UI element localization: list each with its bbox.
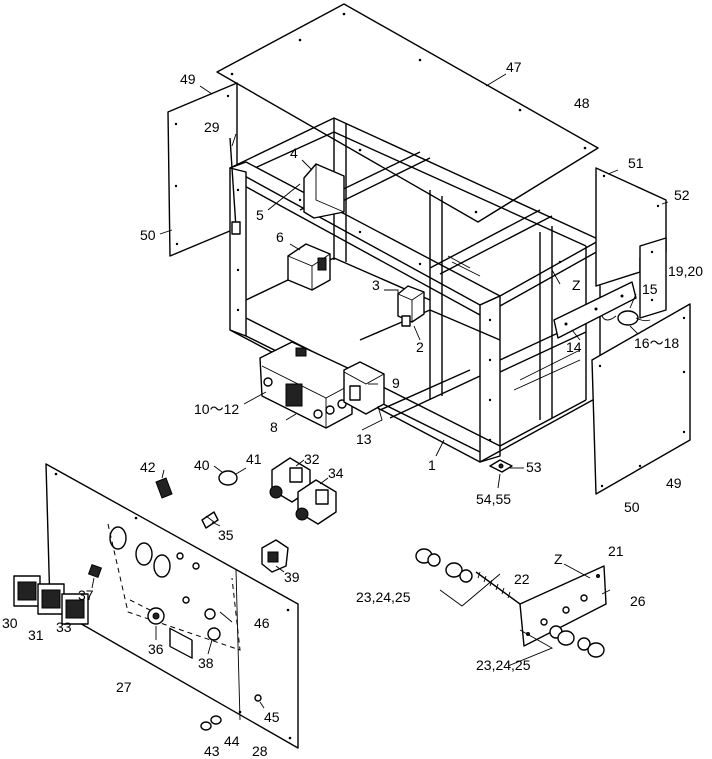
callout-33: 33 (56, 619, 72, 635)
component-42-switch (155, 477, 173, 499)
component-43-44-bolt (200, 715, 222, 731)
callout-14: 14 (566, 339, 582, 355)
callout-23-25-lower: 23,24,25 (476, 657, 531, 673)
terminal-nuts-upper (415, 548, 473, 583)
callout-27: 27 (116, 679, 132, 695)
callout-41: 41 (246, 451, 262, 467)
terminal-plate-21 (519, 565, 607, 647)
callout-54-55: 54,55 (476, 491, 511, 507)
callout-Z-lower: Z (554, 551, 563, 567)
terminal-stud-22 (475, 571, 521, 605)
callout-29: 29 (204, 119, 220, 135)
component-15-clamp (601, 310, 651, 326)
callout-4: 4 (290, 145, 298, 161)
component-34-receptacle (295, 479, 337, 525)
callout-5: 5 (256, 207, 264, 223)
callout-2: 2 (416, 339, 424, 355)
callout-28: 28 (252, 743, 268, 759)
component-29-rod (229, 137, 241, 235)
component-40-lamp (218, 467, 247, 486)
callout-3: 3 (372, 277, 380, 293)
callout-26: 26 (630, 593, 646, 609)
callout-15: 15 (642, 281, 658, 297)
component-3-relay (397, 285, 425, 327)
left-side-panel (167, 82, 238, 257)
callout-50-upper: 50 (140, 227, 156, 243)
callout-35: 35 (218, 527, 234, 543)
callout-13: 13 (356, 431, 372, 447)
callout-36: 36 (148, 641, 164, 657)
component-8-breaker (259, 341, 353, 429)
component-37-nut (87, 563, 103, 579)
callout-52: 52 (674, 187, 690, 203)
callout-37: 37 (78, 587, 94, 603)
callout-34: 34 (328, 465, 344, 481)
terminal-nuts-lower (549, 625, 605, 658)
callout-39: 39 (284, 569, 300, 585)
callout-23-25-upper: 23,24,25 (356, 589, 411, 605)
callout-10-12: 10～12 (194, 401, 239, 417)
callout-48: 48 (574, 95, 590, 111)
component-31-meter (37, 583, 65, 615)
front-panel (45, 463, 299, 749)
component-38-fuse (204, 608, 233, 641)
callout-32: 32 (304, 451, 320, 467)
right-side-panel-small (639, 237, 667, 319)
component-36-knob (147, 607, 165, 625)
callout-47: 47 (506, 59, 522, 75)
callout-51: 51 (628, 155, 644, 171)
callout-43: 43 (204, 743, 220, 759)
callout-44: 44 (224, 733, 240, 749)
callout-46: 46 (254, 615, 270, 631)
callout-53: 53 (526, 459, 542, 475)
callout-16-18: 16～18 (634, 335, 679, 351)
callout-6: 6 (276, 229, 284, 245)
callout-labels: 47 48 49 29 4 5 50 6 3 2 51 52 19,20 Z 1… (2, 59, 703, 759)
callout-42: 42 (140, 459, 156, 475)
component-14-bracket (553, 281, 637, 339)
callout-8: 8 (270, 419, 278, 435)
top-cover-plate (216, 3, 599, 223)
component-4-box (303, 163, 345, 219)
callout-9: 9 (392, 375, 400, 391)
callout-40: 40 (194, 457, 210, 473)
component-39-connector (261, 539, 289, 573)
callout-1: 1 (428, 457, 436, 473)
component-6-contactor (287, 243, 331, 291)
callout-49-upper: 49 (180, 71, 196, 87)
component-33-meter (61, 593, 89, 625)
callout-Z-upper: Z (572, 277, 581, 293)
callout-22: 22 (514, 571, 530, 587)
callout-21: 21 (608, 543, 624, 559)
callout-19-20: 19,20 (668, 263, 703, 279)
leader-lines (91, 73, 669, 709)
callout-31: 31 (28, 627, 44, 643)
component-9-box (343, 361, 385, 415)
callout-38: 38 (198, 655, 214, 671)
callout-30: 30 (2, 615, 18, 631)
component-30-meter (13, 575, 41, 607)
callout-49-lower: 49 (666, 475, 682, 491)
callout-50-lower: 50 (624, 499, 640, 515)
component-35-bushing (201, 511, 219, 529)
component-45-screw (254, 694, 262, 702)
callout-45: 45 (264, 709, 280, 725)
component-53-grommet (489, 459, 513, 473)
right-side-panel-lower (591, 303, 691, 495)
